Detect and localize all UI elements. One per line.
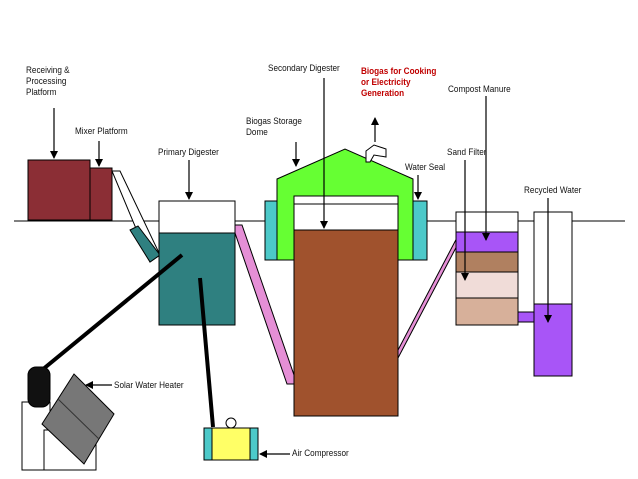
- recycled-water: [533, 303, 573, 377]
- filter-outlet-pipe: [517, 311, 535, 323]
- gas-outlet-pipe: [365, 144, 387, 163]
- water-seal-right: [412, 200, 428, 261]
- label-water-seal: Water Seal: [405, 162, 446, 173]
- label-biogas-storage-dome: Biogas Storage Dome: [246, 116, 302, 138]
- mixer-platform: [89, 167, 113, 221]
- label-primary-digester: Primary Digester: [158, 147, 219, 158]
- secondary-digester-contents: [293, 229, 399, 417]
- filter-layer-4: [455, 297, 519, 326]
- label-receiving-platform: Receiving & Processing Platform: [26, 65, 70, 98]
- filter-layer-3: [455, 271, 519, 299]
- air-compressor-cap-right: [249, 427, 259, 461]
- label-solar-water-heater: Solar Water Heater: [114, 380, 184, 391]
- label-mixer-platform: Mixer Platform: [75, 126, 128, 137]
- label-sand-filter: Sand Filter: [447, 147, 487, 158]
- label-biogas-output: Biogas for Cooking or Electricity Genera…: [361, 66, 437, 99]
- label-secondary-digester: Secondary Digester: [268, 63, 340, 74]
- air-compressor-gauge: [225, 417, 237, 429]
- solar-heater-tank: [27, 366, 51, 408]
- label-recycled-water: Recycled Water: [524, 185, 582, 196]
- primary-digester-slurry: [158, 232, 236, 326]
- agitator-rod: [40, 253, 184, 372]
- air-compressor-cap-left: [203, 427, 213, 461]
- air-line: [198, 277, 215, 428]
- label-compost-manure: Compost Manure: [448, 84, 511, 95]
- solar-panel-divider: [57, 398, 100, 440]
- label-air-compressor: Air Compressor: [292, 448, 349, 459]
- receiving-platform: [27, 159, 91, 221]
